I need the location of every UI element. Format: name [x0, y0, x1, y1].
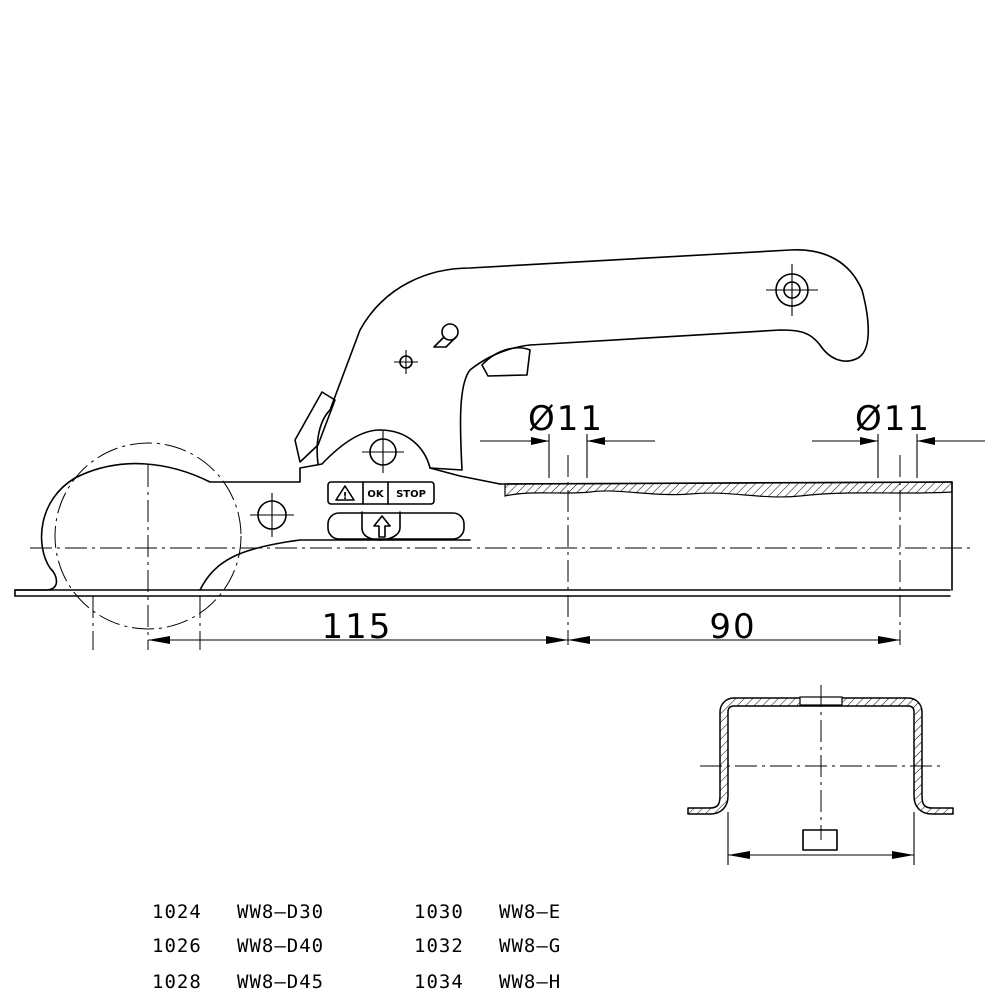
- indicator-slot: [327, 511, 465, 541]
- part-model-1024: WW8–D30: [237, 901, 324, 923]
- dimension-hole-right: Ø11: [812, 399, 985, 478]
- part-code-1030: 1030: [414, 901, 464, 923]
- part-model-1034: WW8–H: [499, 971, 561, 993]
- part-number-list: 1024 WW8–D30 1026 WW8–D40 1028 WW8–D45 1…: [152, 901, 561, 993]
- length-90-label: 90: [709, 607, 756, 647]
- cross-section-label-box: [802, 829, 838, 851]
- stop-label: STOP: [396, 489, 426, 500]
- ok-label: OK: [367, 489, 385, 500]
- coupling-handle: [316, 249, 870, 471]
- ball-outline: [54, 442, 242, 630]
- part-code-1034: 1034: [414, 971, 464, 993]
- drawbar-tube: [499, 481, 953, 591]
- handle-hole: [766, 264, 818, 316]
- part-code-1026: 1026: [152, 935, 202, 957]
- bolt-hole-handle-pivot: [362, 431, 404, 473]
- coupling-side-view: ! OK STOP: [14, 249, 975, 650]
- small-pin-hole: [394, 350, 418, 374]
- dimension-length-90: 90: [568, 607, 900, 647]
- bolt-hole-front: [250, 493, 294, 537]
- part-model-1032: WW8–G: [499, 935, 561, 957]
- part-code-1024: 1024: [152, 901, 202, 923]
- part-model-1026: WW8–D40: [237, 935, 324, 957]
- length-115-label: 115: [322, 607, 393, 647]
- warning-triangle-icon: [335, 485, 355, 501]
- dimension-length-115: 115: [148, 607, 568, 647]
- hole-diameter-right: Ø11: [855, 399, 931, 439]
- part-code-1028: 1028: [152, 971, 202, 993]
- keyhole-icon: [433, 323, 459, 348]
- dimension-hole-left: Ø11: [480, 399, 655, 478]
- part-code-1032: 1032: [414, 935, 464, 957]
- part-model-1028: WW8–D45: [237, 971, 324, 993]
- hole-diameter-left: Ø11: [528, 399, 604, 439]
- part-model-1030: WW8–E: [499, 901, 561, 923]
- indicator-label: ! OK STOP: [327, 481, 435, 505]
- tube-cross-section: [687, 685, 954, 865]
- up-arrow-icon: [373, 515, 391, 538]
- svg-text:!: !: [343, 491, 348, 502]
